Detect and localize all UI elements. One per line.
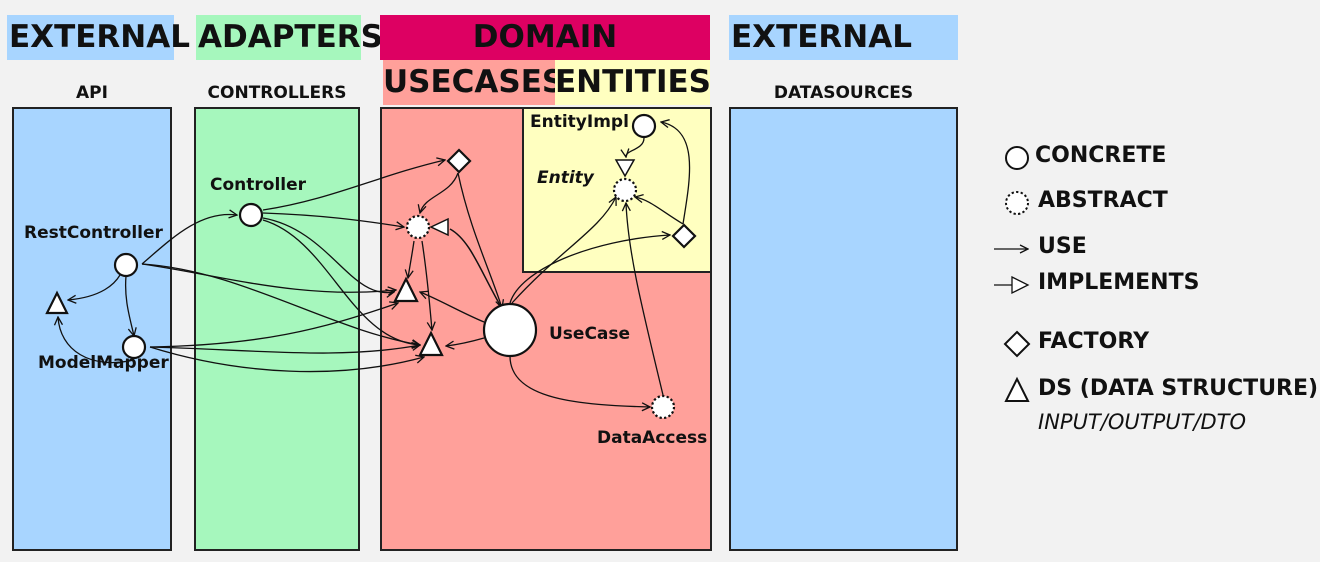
legend-implements-label: IMPLEMENTS — [1038, 270, 1200, 295]
arrow-entityfactory-to-entity — [635, 197, 684, 225]
arrow-dataaccess-to-entity — [626, 203, 664, 396]
ds-mid-node — [393, 276, 419, 303]
entity-factory-node — [671, 223, 697, 249]
legend-factory-icon — [1003, 330, 1031, 358]
arrow-abstract-to-ds-mid — [408, 240, 415, 278]
arrow-restcontroller-to-modelmapper — [124, 275, 134, 336]
arrow-restcontroller-to-ds-low — [141, 263, 420, 345]
implements-usecase-head — [429, 217, 449, 237]
arrow-modelmapper-to-ds-low — [149, 346, 424, 373]
arrow-usecase-to-ds-mid — [420, 292, 485, 323]
entityimpl-label: EntityImpl — [530, 112, 629, 132]
dataaccess-abstract-node — [650, 394, 676, 420]
header-external-left: EXTERNAL — [7, 15, 190, 60]
restcontroller-concrete-node — [113, 252, 139, 278]
entity-abstract-node — [612, 177, 638, 203]
arrow-usecase-to-dataaccess — [509, 355, 650, 407]
arrow-usecase-to-ds-low — [446, 337, 485, 346]
header-usecases-label: USECASES — [383, 64, 565, 100]
ds-low-node — [418, 330, 444, 357]
controller-label: Controller — [210, 175, 307, 195]
arrow-usecase-to-entity — [511, 197, 616, 304]
legend-ds-icon — [1004, 376, 1030, 402]
legend-concrete-label: CONCRETE — [1035, 143, 1167, 168]
legend-use-label: USE — [1038, 234, 1087, 259]
implements-usecase-line — [449, 228, 501, 306]
arrow-entityimpl-to-entity — [626, 137, 645, 157]
api-ds-node — [45, 290, 69, 315]
legend-factory-label: FACTORY — [1038, 329, 1150, 354]
arrow-modelmapper-to-ds-mid — [149, 303, 398, 348]
header-entities-label: ENTITIES — [555, 64, 711, 100]
header-adapters: ADAPTERS — [196, 15, 383, 60]
modelmapper-concrete-node — [121, 334, 147, 360]
column-title-api: API — [76, 83, 108, 103]
legend-implements-icon — [1011, 275, 1030, 295]
column-title-datasources: DATASOURCES — [773, 83, 914, 103]
controller-concrete-node — [238, 202, 264, 228]
restcontroller-label: RestController — [24, 223, 163, 243]
arrow-controller-to-ds-low — [262, 219, 420, 345]
arrow-modelmapper-to-ds — [58, 317, 135, 364]
datasources-column — [729, 107, 958, 551]
header-adapters-label: ADAPTERS — [198, 19, 383, 55]
usecase-label: UseCase — [549, 324, 631, 344]
arrow-factory-to-abstract — [420, 172, 459, 213]
header-domain-label: DOMAIN — [472, 19, 618, 55]
header-entities: ENTITIES — [555, 60, 711, 105]
header-external-left-label: EXTERNAL — [9, 19, 190, 55]
header-external-right-label: EXTERNAL — [731, 19, 912, 55]
arrow-usecase-to-entity-factory — [509, 235, 670, 304]
usecase-abstract-node — [405, 214, 431, 240]
api-column — [12, 107, 172, 551]
header-external-right: EXTERNAL — [729, 15, 958, 60]
arrow-factory-to-usecase — [457, 172, 502, 308]
entityimpl-concrete-node — [631, 113, 657, 139]
implements-entityimpl-head — [614, 159, 636, 178]
modelmapper-label: ModelMapper — [38, 353, 169, 373]
legend-abstract-icon — [1005, 191, 1029, 215]
column-title-controllers: CONTROLLERS — [207, 83, 347, 103]
legend-concrete-icon — [1005, 146, 1029, 170]
usecase-concrete-node — [482, 302, 538, 358]
arrow-modelmapper-to-ds-low2 — [149, 345, 420, 354]
arrow-controller-to-ds-mid — [262, 217, 394, 293]
arrow-controller-to-factory — [262, 160, 445, 211]
controllers-column — [194, 107, 360, 551]
legend-abstract-label: ABSTRACT — [1038, 188, 1168, 213]
usecase-factory-node — [446, 148, 472, 174]
header-usecases: USECASES — [383, 60, 564, 105]
legend-ds-label: DS (DATA STRUCTURE) — [1038, 376, 1319, 401]
legend-ds-sublabel: INPUT/OUTPUT/DTO — [1038, 410, 1247, 434]
header-domain: DOMAIN — [380, 15, 710, 60]
arrow-entityfactory-to-entityimpl — [661, 122, 691, 225]
arrow-controller-to-abstract — [262, 212, 404, 227]
arrow-abstract-to-ds-low — [421, 240, 432, 330]
arrow-restcontroller-to-controller — [141, 214, 237, 265]
dataaccess-label: DataAccess — [597, 428, 708, 448]
arrow-restcontroller-to-ds-mid — [141, 263, 396, 292]
entity-label: Entity — [537, 168, 594, 188]
